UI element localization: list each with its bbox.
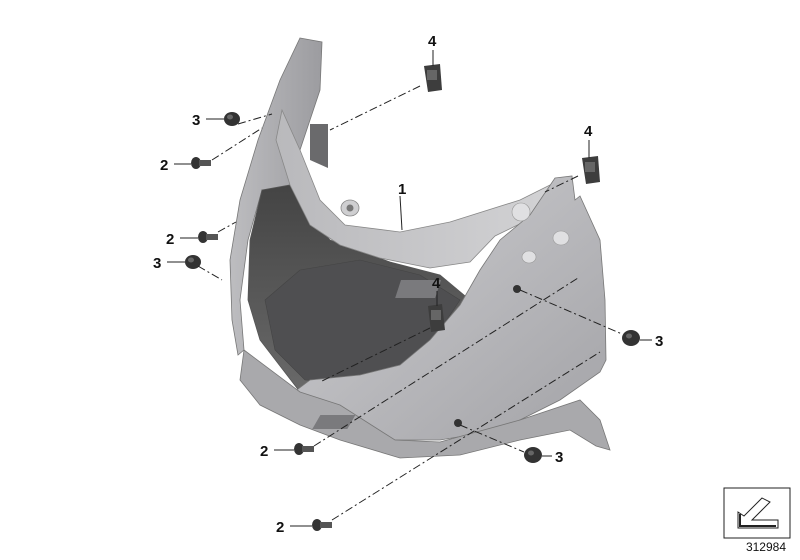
grommet-right-icon xyxy=(622,330,640,346)
grommet-mid-left-icon xyxy=(185,255,201,269)
callout-1: 1 xyxy=(398,181,406,198)
left-bracket xyxy=(310,124,328,168)
callout-3-mid: 3 xyxy=(153,255,161,272)
panel-clip-upper xyxy=(513,285,521,293)
screw-bottom-icon xyxy=(312,519,332,531)
corner-arrow-icon xyxy=(723,487,791,539)
callout-labels: 1 2 2 2 2 3 3 3 3 4 4 4 xyxy=(153,33,663,536)
leader-lines xyxy=(167,50,652,527)
callout-4-right: 4 xyxy=(584,123,593,140)
mount-tab-hole xyxy=(346,204,354,212)
lower-slot xyxy=(312,415,356,429)
hole-1 xyxy=(511,202,531,222)
callout-4-center: 4 xyxy=(432,275,441,292)
fasteners xyxy=(185,64,640,531)
callout-3-bottom: 3 xyxy=(555,449,563,466)
screw-lower-icon xyxy=(294,443,314,455)
reference-number: 312984 xyxy=(745,540,786,554)
callout-3-right: 3 xyxy=(655,333,663,350)
callout-2-lower: 2 xyxy=(260,443,268,460)
grommet-bottom-icon xyxy=(524,447,542,463)
screw-mid-left-icon xyxy=(198,231,218,243)
front-fairing-part xyxy=(229,37,611,459)
screw-top-left-icon xyxy=(191,157,211,169)
callout-2-bottom: 2 xyxy=(276,519,284,536)
callout-2-mid: 2 xyxy=(166,231,174,248)
lower-lip xyxy=(239,349,611,459)
callout-3-top: 3 xyxy=(192,112,200,129)
hole-2 xyxy=(552,230,570,246)
assembly-lines xyxy=(197,85,623,521)
grommet-top-left-icon xyxy=(224,112,240,126)
upper-slot xyxy=(395,280,442,298)
speed-nut-center-icon xyxy=(428,304,445,332)
speed-nut-right-icon xyxy=(582,156,600,184)
callout-4-top: 4 xyxy=(428,33,437,50)
hole-3 xyxy=(521,250,537,264)
speed-nut-top-icon xyxy=(424,64,442,92)
callout-2-top: 2 xyxy=(160,157,168,174)
